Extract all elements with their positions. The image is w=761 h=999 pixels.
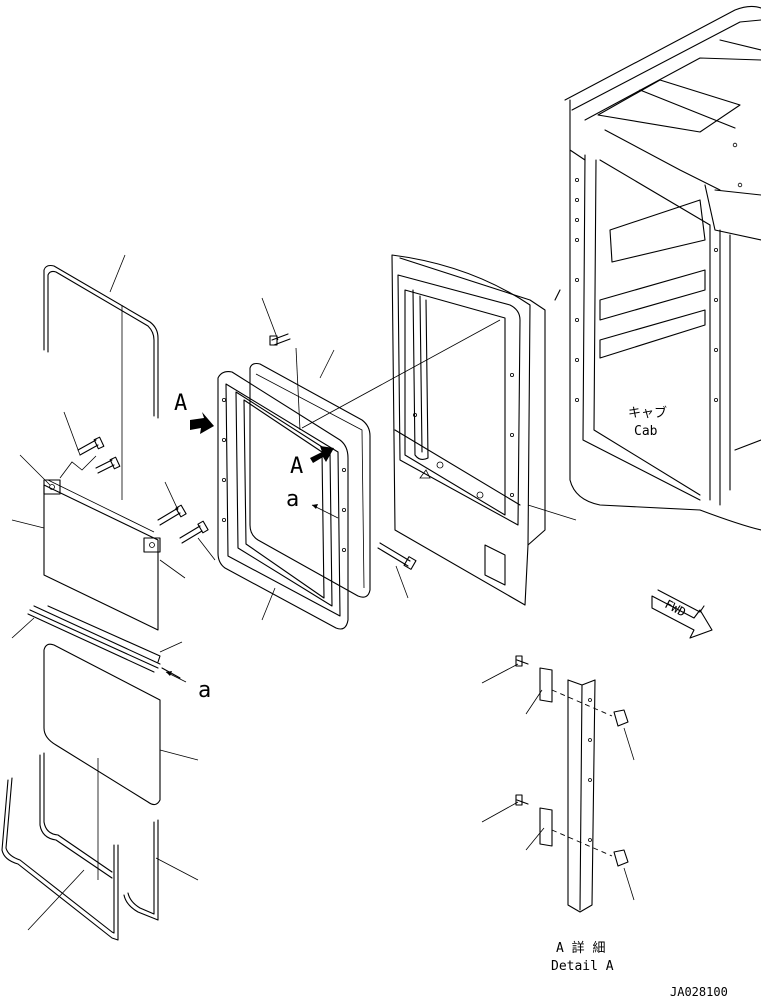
- detail-a-assembly: [515, 655, 629, 913]
- bolt-left-2: [95, 456, 121, 474]
- leader-lines: [11, 254, 635, 931]
- bolt-top-middle: [269, 333, 291, 346]
- view-arrow-left: [190, 412, 214, 434]
- ref-a-label-lower: a: [198, 678, 211, 703]
- bolts: [59, 333, 417, 679]
- ref-arrow-upper-head: [312, 504, 318, 509]
- drawing-number: JA028100: [670, 985, 728, 999]
- cab-label-english: Cab: [634, 424, 658, 439]
- fwd-label: FWD: [662, 597, 688, 620]
- view-a-label-left: A: [174, 391, 187, 416]
- detail-label-english: Detail A: [551, 959, 614, 974]
- bolt-door: [377, 542, 417, 570]
- ref-a-label-upper: a: [286, 487, 299, 512]
- cab-label-japanese: キャブ: [628, 405, 667, 421]
- upper-glass-panel: [43, 479, 161, 631]
- cab-pillar-holes: [575, 142, 743, 402]
- bolt-right-1: [157, 504, 187, 526]
- view-a-label-right: A: [290, 454, 303, 479]
- detail-label-japanese: A 詳 細: [556, 940, 605, 956]
- window-glass: [249, 362, 371, 598]
- door-panel: [391, 254, 546, 606]
- guide-rail: [27, 605, 161, 673]
- direction-arrows: [165, 412, 339, 683]
- lower-glass-panel: [43, 643, 161, 880]
- bolt-left-1: [77, 436, 105, 456]
- upper-weatherstrip: [43, 264, 159, 500]
- window-frame: [217, 371, 349, 630]
- view-arrow-right: [310, 446, 334, 463]
- bolt-right-2: [179, 520, 209, 544]
- cab-body: [554, 5, 761, 531]
- fwd-arrow: FWD: [651, 589, 713, 639]
- ref-arrow-lower-head: [166, 671, 172, 676]
- lower-weatherstrip: [1, 752, 159, 941]
